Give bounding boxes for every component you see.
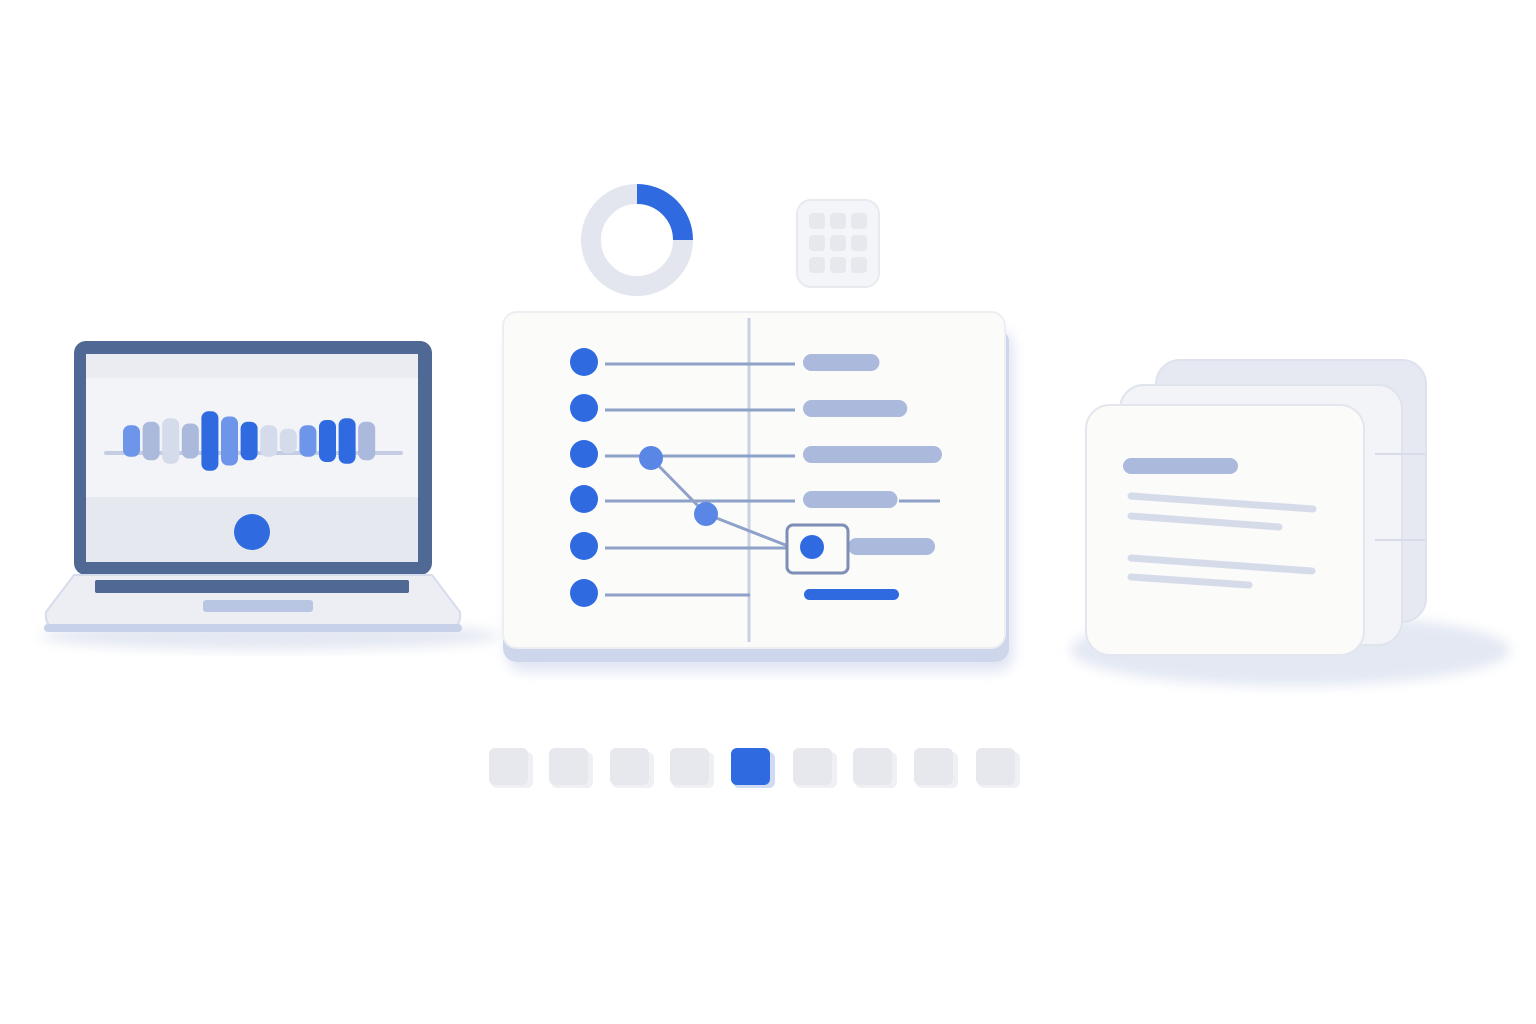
waveform-bar: [221, 416, 238, 466]
waveform-bar: [201, 411, 219, 471]
center-panel: [502, 311, 1014, 672]
donut-fill: [636, 184, 693, 241]
waveform-bar: [319, 420, 336, 462]
row-bullet[interactable]: [570, 532, 598, 560]
row-bullet[interactable]: [570, 440, 598, 468]
apps-grid-icon[interactable]: [796, 199, 880, 288]
doc-text-lines: [1127, 492, 1317, 589]
row-bullet[interactable]: [570, 485, 598, 513]
doc-front-card[interactable]: [1085, 404, 1365, 656]
page-item[interactable]: [549, 748, 588, 785]
pagination: [489, 748, 1020, 788]
apps-grid-cell: [851, 257, 867, 273]
row-value-bar: [803, 446, 942, 463]
waveform-bar: [279, 428, 297, 454]
apps-grid-cell: [830, 235, 846, 251]
row-bullet[interactable]: [570, 348, 598, 376]
waveform-bar: [142, 421, 160, 461]
page-item[interactable]: [853, 748, 892, 785]
apps-grid-cell: [809, 213, 825, 229]
page-item[interactable]: [610, 748, 649, 785]
waveform-bar: [123, 425, 140, 457]
page-item[interactable]: [670, 748, 709, 785]
laptop-screen-header: [86, 354, 418, 378]
apps-grid-cell: [809, 235, 825, 251]
panel-rows: [570, 348, 942, 607]
connector-node-1[interactable]: [639, 446, 663, 470]
apps-grid-cell: [809, 257, 825, 273]
page-item[interactable]: [914, 748, 953, 785]
donut-chart-icon: [581, 184, 693, 296]
laptop-trackpad: [203, 600, 313, 612]
doc-text-line: [1127, 554, 1316, 575]
active-bar: [804, 589, 899, 600]
page-item[interactable]: [976, 748, 1015, 785]
apps-grid-cell: [830, 213, 846, 229]
apps-grid-cell: [830, 257, 846, 273]
doc-text-line: [1127, 512, 1283, 531]
laptop-hinge: [95, 580, 409, 593]
row-value-bar: [803, 354, 880, 371]
apps-grid-cell: [851, 235, 867, 251]
doc-text-line: [1127, 573, 1253, 589]
row-value-bar: [848, 538, 935, 555]
apps-grid-cell: [851, 213, 867, 229]
doc-heading-bar: [1123, 458, 1238, 474]
waveform-bar: [240, 421, 258, 461]
waveform-bar: [162, 418, 180, 464]
waveform-bar: [181, 423, 199, 459]
laptop-base-edge: [44, 624, 462, 632]
waveform-bar: [358, 421, 376, 461]
connector-node-2[interactable]: [694, 502, 718, 526]
laptop-icon: [40, 341, 500, 650]
page-item-active[interactable]: [731, 748, 770, 785]
document-stack-icon: [1070, 359, 1510, 686]
row-value-bar: [803, 491, 898, 508]
page-item[interactable]: [793, 748, 832, 785]
record-button[interactable]: [234, 514, 270, 550]
panel-surface: [502, 311, 1006, 649]
waveform-bar: [338, 418, 356, 464]
audio-waveform: [123, 411, 376, 471]
waveform-bar: [260, 425, 278, 457]
row-value-bar: [803, 400, 908, 417]
selected-item-dot: [800, 535, 824, 559]
waveform-bar: [299, 425, 317, 457]
row-bullet[interactable]: [570, 394, 598, 422]
doc-text-line: [1127, 492, 1317, 513]
page-item[interactable]: [489, 748, 528, 785]
row-bullet[interactable]: [570, 579, 598, 607]
